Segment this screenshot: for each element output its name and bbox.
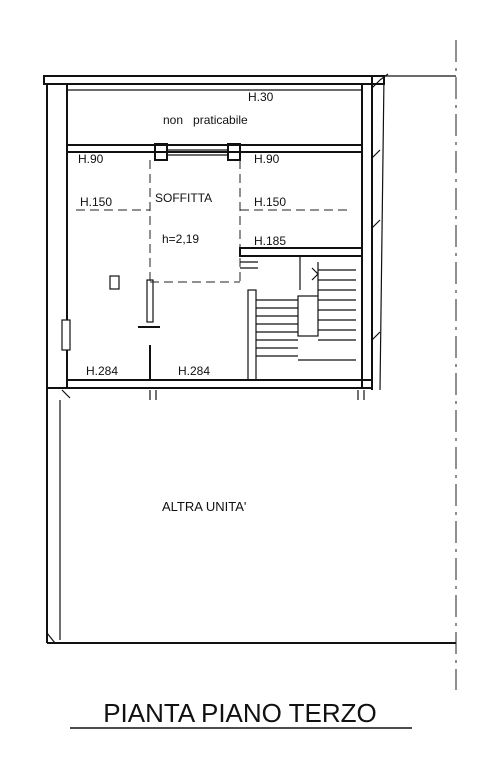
stair-steps-left (256, 299, 298, 357)
opening-right-jamb (227, 143, 241, 161)
opening-left-jamb (154, 143, 168, 161)
lower-tick (46, 632, 56, 644)
tick-r5 (379, 73, 389, 81)
tick-r4 (371, 331, 381, 341)
stair-arrow (311, 267, 319, 281)
chimney-box (109, 275, 120, 290)
plan-title: PIANTA PIANO TERZO (103, 698, 377, 728)
label-h90-left: H.90 (78, 152, 104, 166)
tick-r1 (371, 79, 381, 89)
label-h150-right: H.150 (254, 195, 286, 209)
label-h30: H.30 (248, 90, 274, 104)
plan-labels: H.30 non praticabile H.90 H.90 SOFFITTA … (78, 90, 286, 514)
tick-r3 (371, 219, 381, 229)
stair-left-wall (247, 289, 257, 381)
partition-mid (146, 279, 154, 323)
label-h150-left: H.150 (80, 195, 112, 209)
footer-title: PIANTA PIANO TERZO (70, 698, 412, 729)
label-soffitta: SOFFITTA (155, 191, 212, 205)
plan-walls (43, 40, 457, 690)
stair-core (297, 295, 319, 337)
label-h90-right: H.90 (254, 152, 280, 166)
stair-steps-right (318, 269, 356, 341)
label-h284-left: H.284 (86, 364, 118, 378)
label-h-value: h=2,19 (162, 232, 199, 246)
label-h284-mid: H.284 (178, 364, 210, 378)
left-window (61, 319, 71, 351)
right-skin-wall (379, 75, 385, 391)
label-h185: H.185 (254, 234, 286, 248)
label-non-praticabile: non praticabile (163, 113, 248, 127)
top-wall (43, 75, 385, 85)
tick-b1 (61, 389, 71, 399)
stair-top-wall (239, 247, 363, 257)
label-altra-unita: ALTRA UNITA' (162, 499, 246, 514)
tick-r2 (371, 149, 381, 159)
